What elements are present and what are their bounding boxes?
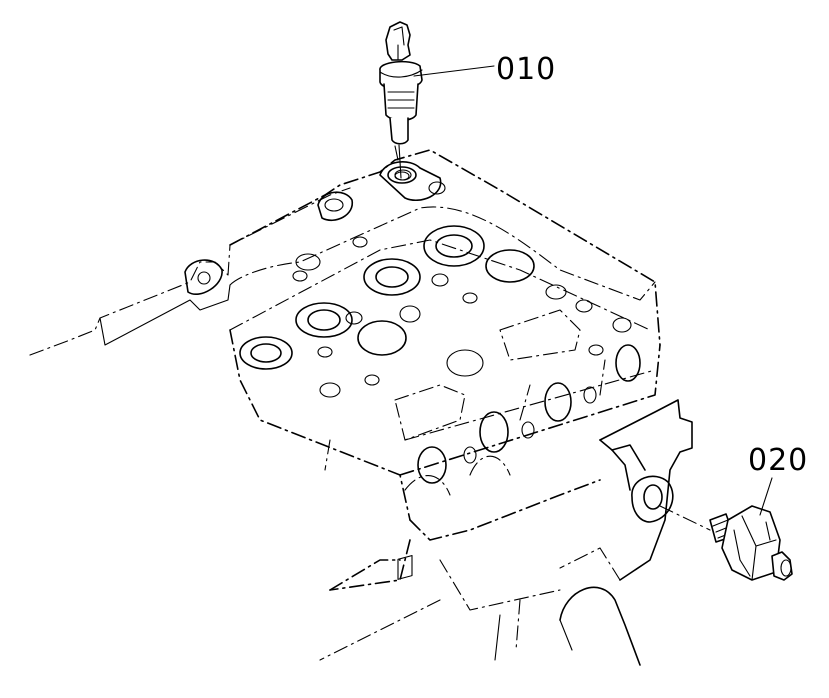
part-020-leader-line [759, 477, 773, 516]
side-mount-bracket [559, 399, 693, 581]
part-020-label[interactable]: 020 [748, 443, 809, 478]
part-010-leader-line [413, 65, 495, 77]
cylinder-head-block [29, 149, 661, 666]
part-020-switch[interactable] [659, 477, 793, 581]
part-010-label[interactable]: 010 [496, 52, 557, 87]
part-010-sensor[interactable] [379, 21, 495, 184]
